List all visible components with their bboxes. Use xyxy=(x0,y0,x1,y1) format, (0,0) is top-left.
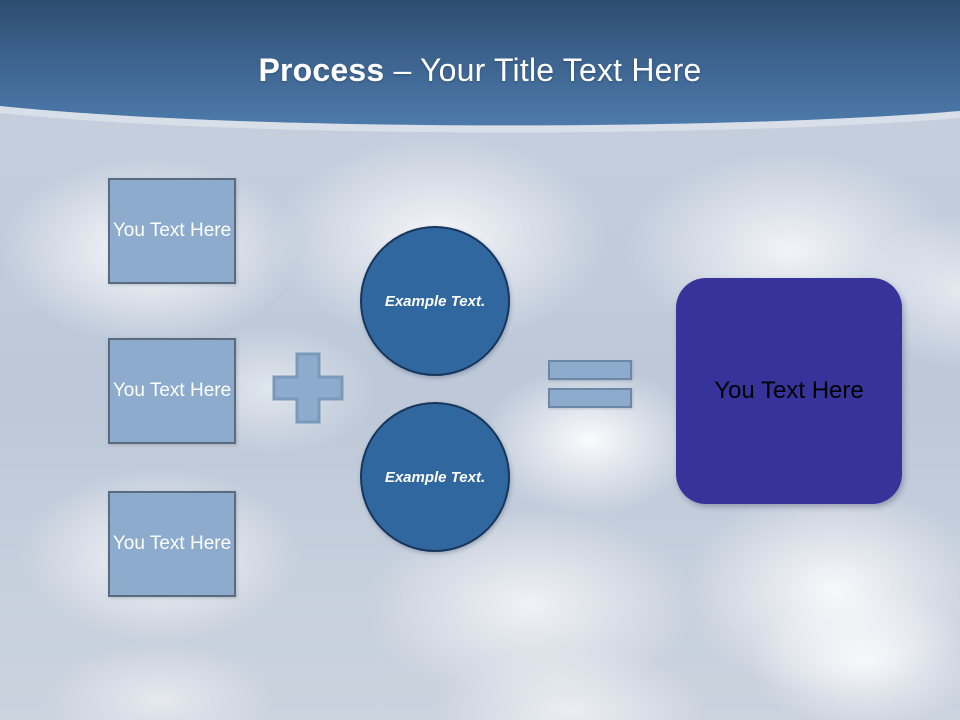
example-circle-2[interactable]: Example Text. xyxy=(360,402,510,552)
equals-bar-bottom xyxy=(548,388,632,408)
input-box-2[interactable]: You Text Here xyxy=(108,338,236,444)
slide-title-separator: – xyxy=(384,52,421,88)
example-circle-1[interactable]: Example Text. xyxy=(360,226,510,376)
input-box-1[interactable]: You Text Here xyxy=(108,178,236,284)
result-box-label: You Text Here xyxy=(714,377,864,404)
input-box-1-label: You Text Here xyxy=(112,220,232,241)
input-box-2-label: You Text Here xyxy=(112,380,232,401)
equals-bar-top xyxy=(548,360,632,380)
input-box-3-label: You Text Here xyxy=(112,533,232,554)
slide-title-rest: Your Title Text Here xyxy=(420,52,702,88)
example-circle-2-label: Example Text. xyxy=(384,468,486,486)
slide-title-bold: Process xyxy=(258,52,385,88)
slide-title: Process – Your Title Text Here xyxy=(0,52,960,89)
equals-operator-icon xyxy=(548,360,632,408)
plus-operator-icon xyxy=(272,352,344,424)
slide-header-band xyxy=(0,0,960,135)
result-box[interactable]: You Text Here xyxy=(676,278,902,504)
input-box-3[interactable]: You Text Here xyxy=(108,491,236,597)
example-circle-1-label: Example Text. xyxy=(384,292,486,310)
